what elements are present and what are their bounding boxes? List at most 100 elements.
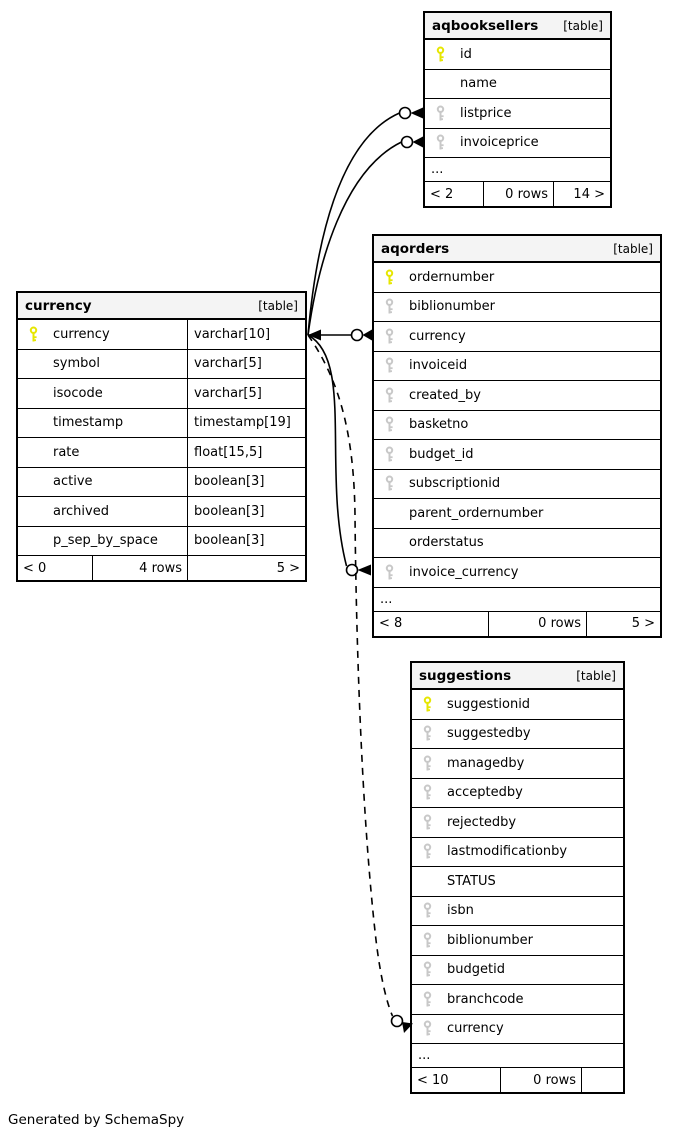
ellipsis-text: ... (418, 1048, 431, 1063)
column-row: id (425, 40, 610, 70)
column-type: boolean[3] (194, 533, 265, 549)
column-type: varchar[5] (194, 385, 262, 401)
column-name: suggestionid (447, 696, 531, 712)
foreign-key-icon (422, 814, 433, 831)
footer-next-count (581, 1068, 623, 1092)
table-footer: < 10 0 rows (412, 1068, 623, 1092)
column-name: orderstatus (409, 535, 484, 551)
foreign-key-icon (422, 1020, 433, 1037)
foreign-key-icon (384, 416, 395, 433)
column-name: currency (409, 328, 466, 344)
footer-next-count: 14 > (553, 182, 610, 206)
column-name: invoiceid (409, 358, 468, 374)
primary-key-icon (422, 696, 433, 713)
foreign-key-icon (384, 475, 395, 492)
column-row: STATUS (412, 867, 623, 897)
foreign-key-icon (422, 784, 433, 801)
ellipsis-text: ... (431, 162, 444, 177)
column-name: budgetid (447, 962, 505, 978)
column-row: rate float[15,5] (18, 438, 305, 468)
ellipsis-row: ... (425, 158, 610, 182)
column-row: invoice_currency (374, 558, 660, 588)
key-placeholder (384, 534, 395, 551)
table-badge: [table] (258, 298, 298, 313)
footer-prev-count: < 10 (417, 1072, 449, 1088)
column-row: branchcode (412, 985, 623, 1015)
table-header-currency[interactable]: currency [table] (18, 293, 305, 320)
key-placeholder (28, 355, 39, 372)
ellipsis-text: ... (380, 591, 393, 607)
foreign-key-icon (384, 357, 395, 374)
foreign-key-icon (384, 564, 395, 581)
foreign-key-icon (422, 725, 433, 742)
key-placeholder (28, 444, 39, 461)
column-name: invoiceprice (460, 135, 539, 151)
column-name: created_by (409, 387, 481, 403)
footer-prev-count: < 8 (379, 616, 403, 631)
column-name: symbol (53, 356, 100, 372)
column-row: created_by (374, 381, 660, 411)
column-row: currency varchar[10] (18, 320, 305, 350)
ellipsis-row: ... (412, 1044, 623, 1068)
foreign-key-icon (384, 387, 395, 404)
column-name: rate (53, 444, 80, 460)
foreign-key-icon (435, 134, 446, 151)
column-row: rejectedby (412, 808, 623, 838)
table-header-suggestions[interactable]: suggestions [table] (412, 663, 623, 690)
primary-key-icon (435, 46, 446, 63)
column-row: budget_id (374, 440, 660, 470)
key-placeholder (422, 873, 433, 890)
key-placeholder (435, 75, 446, 92)
column-name: suggestedby (447, 726, 531, 742)
generator-credit: Generated by SchemaSpy (8, 1112, 185, 1128)
footer-next-count: 5 > (586, 611, 660, 636)
column-name: p_sep_by_space (53, 533, 158, 549)
key-placeholder (28, 532, 39, 549)
column-row: currency (374, 322, 660, 352)
column-row: managedby (412, 749, 623, 779)
footer-row-count: 0 rows (483, 182, 553, 206)
column-row: listprice (425, 99, 610, 129)
table-badge: [table] (576, 668, 616, 683)
key-placeholder (28, 503, 39, 520)
foreign-key-icon (384, 446, 395, 463)
column-type: boolean[3] (194, 503, 265, 519)
table-footer: < 8 0 rows 5 > (374, 611, 660, 636)
foreign-key-icon (422, 843, 433, 860)
column-row: budgetid (412, 956, 623, 985)
column-row: timestamp timestamp[19] (18, 408, 305, 438)
footer-prev-count: < 0 (23, 560, 47, 576)
primary-key-icon (28, 326, 39, 343)
column-row: symbol varchar[5] (18, 349, 305, 379)
column-row: biblionumber (374, 293, 660, 322)
foreign-key-icon (422, 902, 433, 919)
table-title[interactable]: aqorders (381, 240, 450, 257)
column-row: isbn (412, 897, 623, 926)
table-footer: < 0 4 rows 5 > (18, 556, 305, 580)
column-name: STATUS (447, 873, 496, 889)
table-title[interactable]: currency (25, 297, 92, 314)
foreign-key-icon (422, 991, 433, 1008)
column-row: subscriptionid (374, 470, 660, 499)
table-badge: [table] (613, 241, 653, 256)
table-title[interactable]: suggestions (419, 667, 512, 684)
column-name: currency (447, 1021, 504, 1037)
table-header-aqorders[interactable]: aqorders [table] (374, 236, 660, 263)
foreign-key-icon (422, 755, 433, 772)
key-placeholder (28, 385, 39, 402)
relationship-currency-to-aqorders-currency (308, 328, 372, 342)
column-name: timestamp (53, 415, 124, 431)
footer-row-count: 0 rows (500, 1068, 581, 1092)
primary-key-icon (384, 269, 395, 286)
table-title[interactable]: aqbooksellers (432, 17, 539, 34)
column-row: isocode varchar[5] (18, 379, 305, 409)
column-row: ordernumber (374, 263, 660, 293)
relationship-origin-arrow (308, 329, 321, 341)
foreign-key-icon (435, 105, 446, 122)
table-header-aqbooksellers[interactable]: aqbooksellers [table] (425, 13, 610, 40)
column-name: budget_id (409, 446, 474, 462)
foreign-key-icon (422, 932, 433, 949)
column-name: id (460, 46, 472, 62)
table-currency: currency [table] currency varchar[10] sy… (16, 291, 307, 582)
relationship-currency-to-aqorders-invoice-currency (307, 334, 371, 577)
